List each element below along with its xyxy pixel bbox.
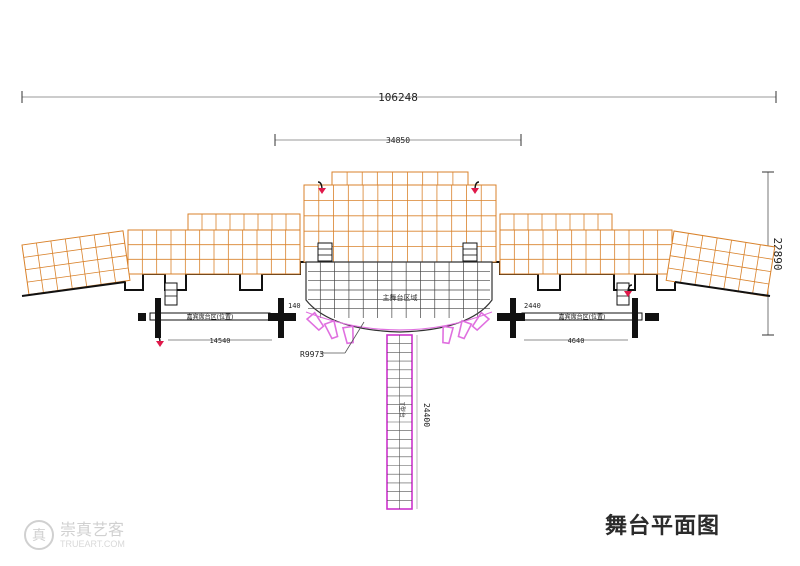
fan-light	[471, 311, 491, 332]
center-stage: 主舞台区域	[305, 261, 493, 333]
radius-annotation: R9973	[300, 321, 365, 359]
left-wing-grid	[127, 229, 301, 275]
watermark-logo: 真	[24, 520, 54, 550]
center-dimension: 34850	[274, 134, 522, 146]
right-screen-width-label: 4640	[568, 337, 585, 345]
stairs	[317, 242, 478, 262]
right-wing-top-grid	[499, 213, 613, 231]
watermark-cn: 崇真艺客	[60, 519, 125, 539]
right-outer-wing-grid	[665, 230, 776, 297]
center-top-grid	[331, 171, 469, 186]
fan-light	[323, 319, 339, 340]
fan-lights	[305, 311, 493, 345]
right-guest-area: 嘉宾席台区(位置) 2440 4640	[497, 282, 659, 345]
plan-title: 舞台平面图	[604, 514, 720, 539]
red-arrow-icon	[155, 334, 164, 347]
right-offset-label: 2440	[524, 302, 541, 310]
left-screen-width-label: 14540	[209, 337, 230, 345]
runway: T型台 24400	[386, 334, 431, 510]
left-guest-area: 嘉宾席台区(位置) 140 14540	[138, 282, 301, 345]
watermark-en: TRUEART.COM	[60, 538, 125, 549]
center-width-label: 34850	[386, 136, 410, 145]
right-wing-grid	[499, 229, 673, 275]
fan-light	[457, 319, 473, 340]
entrance-arrows	[155, 181, 633, 347]
left-box-label: 嘉宾席台区(位置)	[187, 313, 234, 321]
fan-light	[341, 325, 354, 345]
overall-width-label: 106248	[378, 91, 418, 104]
right-box-label: 嘉宾席台区(位置)	[559, 313, 606, 321]
left-wing-top-grid	[187, 213, 301, 231]
height-label: 22890	[771, 237, 784, 270]
left-offset-label: 140	[288, 302, 301, 310]
overall-dimension: 106248	[21, 91, 777, 104]
radius-label: R9973	[300, 350, 324, 359]
fan-light	[442, 325, 455, 345]
watermark: 真 崇真艺客 TRUEART.COM	[24, 520, 125, 550]
runway-label: T型台	[398, 401, 406, 418]
center-stage-label: 主舞台区域	[383, 293, 418, 302]
red-arrow-icon	[471, 181, 480, 194]
runway-length-label: 24400	[422, 403, 431, 427]
left-outer-wing-grid	[21, 230, 131, 296]
red-arrow-icon	[624, 284, 633, 297]
red-arrow-icon	[317, 181, 326, 194]
